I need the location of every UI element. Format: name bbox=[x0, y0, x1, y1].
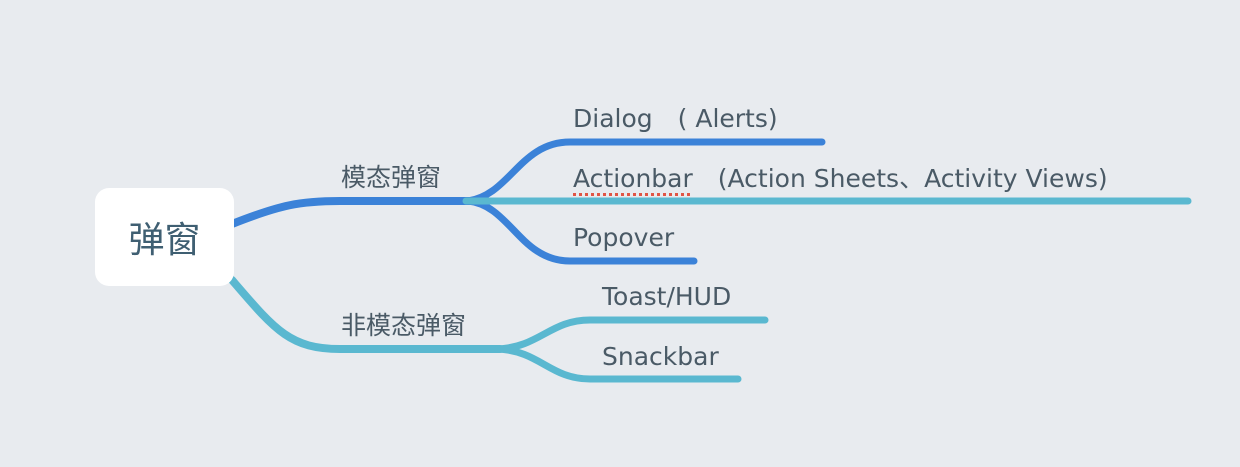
node-snackbar[interactable]: Snackbar bbox=[602, 344, 719, 369]
node-label-suffix: ( Alerts) bbox=[652, 104, 778, 133]
node-label-suffix: (Action Sheets、Activity Views) bbox=[692, 164, 1108, 193]
link-modal-popover bbox=[464, 197, 698, 265]
node-popover[interactable]: Popover bbox=[573, 225, 674, 250]
link-root-modal bbox=[228, 197, 474, 228]
node-label: Toast/HUD bbox=[602, 282, 732, 311]
root-node-label: 弹窗 bbox=[128, 220, 201, 261]
node-toast-hud[interactable]: Toast/HUD bbox=[602, 284, 731, 309]
node-label: Snackbar bbox=[602, 342, 719, 371]
node-dialog[interactable]: Dialog ( Alerts) bbox=[573, 106, 778, 131]
link-root-nonmodal bbox=[228, 276, 504, 353]
node-nonmodal-popup[interactable]: 非模态弹窗 bbox=[341, 313, 466, 338]
root-node[interactable]: 弹窗 bbox=[95, 188, 234, 286]
node-label: 非模态弹窗 bbox=[341, 311, 467, 340]
node-label: Popover bbox=[573, 223, 675, 252]
node-label: Dialog bbox=[573, 104, 653, 133]
node-label: 模态弹窗 bbox=[341, 163, 442, 192]
node-modal-popup[interactable]: 模态弹窗 bbox=[341, 165, 441, 190]
link-nonmodal-snackbar bbox=[494, 345, 742, 383]
link-modal-dialog bbox=[464, 138, 826, 205]
node-label: Actionbar bbox=[573, 164, 693, 193]
link-nonmodal-toast bbox=[494, 316, 769, 353]
node-actionbar[interactable]: Actionbar (Action Sheets、Activity Views) bbox=[573, 166, 1108, 191]
